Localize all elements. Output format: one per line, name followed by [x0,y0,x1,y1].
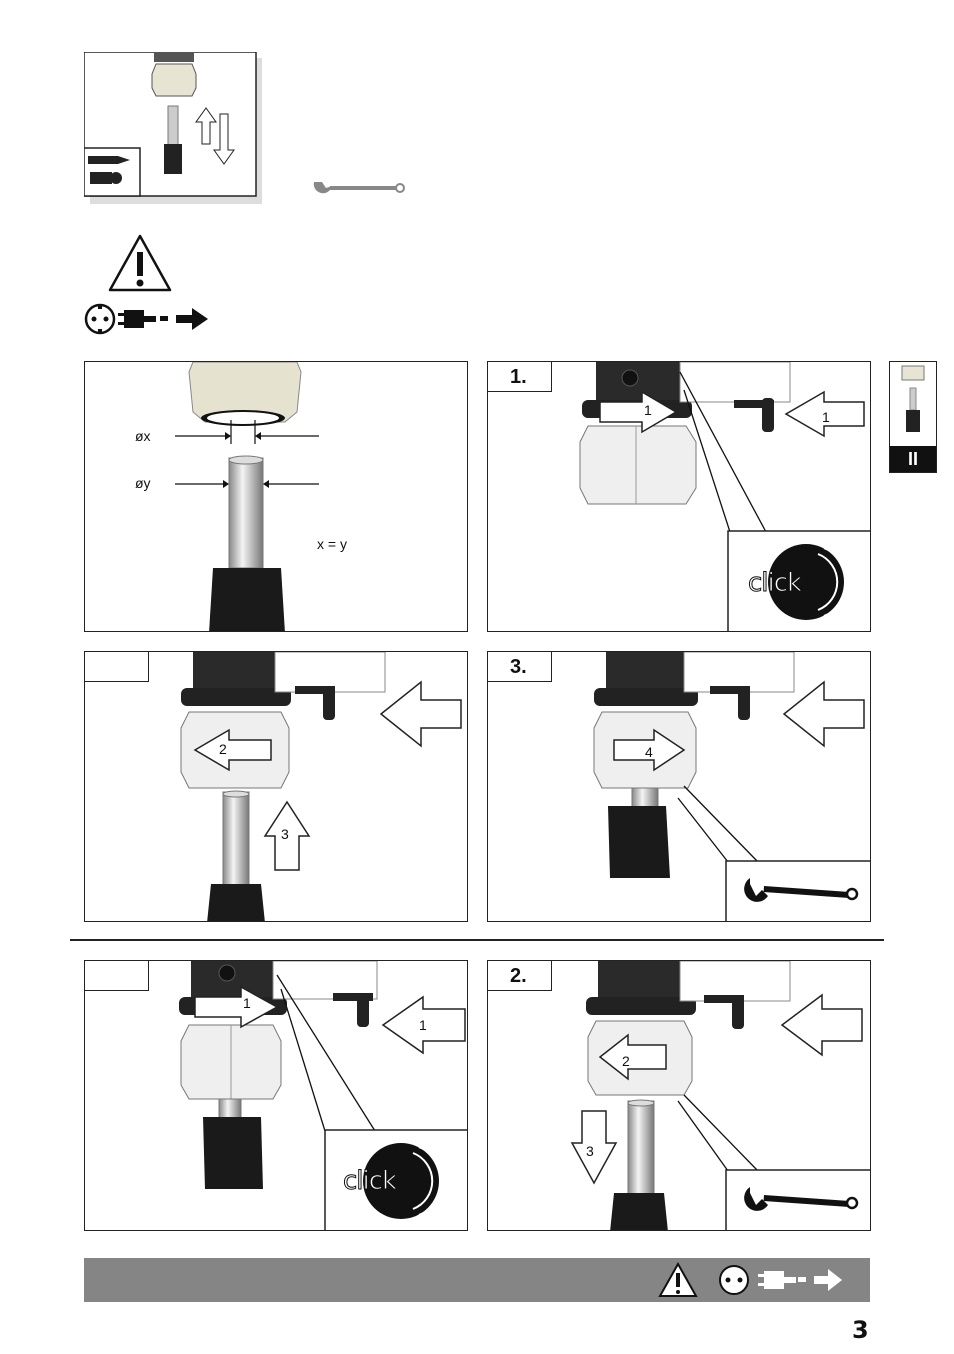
footer-warning-icon [660,1264,696,1296]
wrench-icon [310,176,410,204]
page-number: 3 [852,1316,869,1344]
arrow-nut-number: 2 [219,741,227,757]
panel-step-3: 3. 4 [487,651,871,922]
step-label [85,961,149,991]
section-tab: II [889,361,937,473]
arrow-nut-number: 4 [645,744,653,760]
arrow-bit-number: 3 [586,1143,594,1159]
label-x: øx [135,428,151,444]
click-badge: click [343,1166,396,1196]
intro-illustration [84,52,260,200]
warning-icon [106,232,174,294]
panel-dimensions: øx øy x = y [84,361,468,632]
step-label [85,652,149,682]
section-divider [70,939,884,941]
step-label: 2. [488,961,552,991]
step-label: 3. [488,652,552,682]
arrow-nut-number: 1 [243,995,251,1011]
panel-step-2: 2. 2 3 [487,960,871,1231]
arrow-nut-number: 2 [622,1053,630,1069]
footer-unplug-icon [720,1266,842,1294]
click-badge: click [748,568,801,598]
equation-label: x = y [317,536,347,552]
footer-bar [84,1258,870,1302]
panel-release: 1 1 click [84,960,468,1231]
unplug-icon [84,302,214,336]
panel-step-1: 1. 1 1 click [487,361,871,632]
panel-insert-bit: 2 3 [84,651,468,922]
arrow-bit-number: 3 [281,826,289,842]
step-label: 1. [488,362,552,392]
label-y: øy [135,475,151,491]
arrow-button-number: 1 [419,1017,427,1033]
arrow-button-number: 1 [822,409,830,425]
arrow-nut-number: 1 [644,402,652,418]
section-tab-label: II [890,446,936,472]
